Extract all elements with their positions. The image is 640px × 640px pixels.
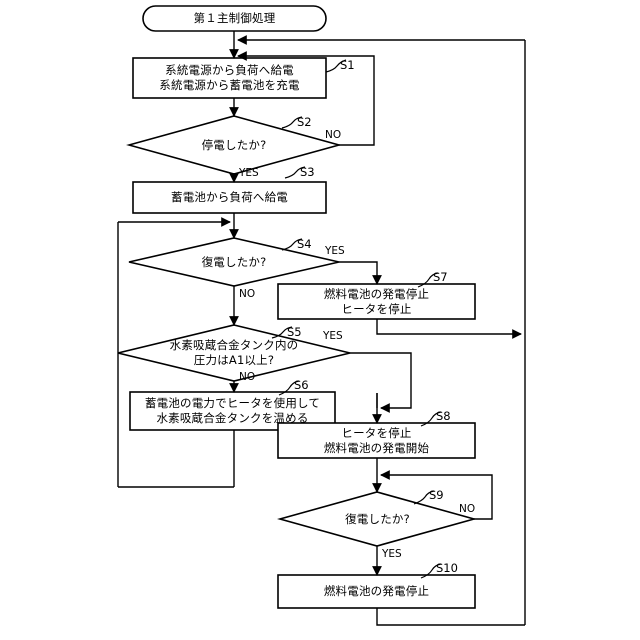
edge-label-s5-no: NO [239,371,256,383]
step-label-s3: S3 [300,165,315,179]
leader-s8 [420,411,442,427]
leader-s7 [417,272,439,288]
node-s9-shape [277,491,477,547]
step-label-s6: S6 [294,378,309,392]
step-label-s9: S9 [429,488,444,502]
step-label-s5: S5 [287,325,302,339]
edge-s2-no-loop [237,51,375,146]
edge-label-s5-yes: YES [323,330,343,342]
node-start-shape [142,5,327,32]
step-label-s7: S7 [433,270,448,284]
edge-s4-yes-right [339,261,382,285]
edge-s7-to-return-bus [376,319,522,339]
leader-s9 [413,490,435,505]
step-label-s1: S1 [340,58,355,72]
leader-s1 [325,59,347,73]
step-label-s4: S4 [297,237,312,251]
leader-s3 [284,166,306,179]
edge-s9-no-loop [380,470,493,520]
leader-s2 [281,116,303,129]
edge-label-s4-no: NO [239,288,256,300]
node-s7-shape [277,283,476,320]
edge-label-s9-no: NO [459,503,476,515]
node-s8-shape [277,422,476,459]
node-s10-shape [277,574,476,609]
edge-s10-to-return-bus [376,608,525,626]
leader-s6 [278,380,300,396]
edge-label-s9-yes: YES [382,548,402,560]
step-label-s8: S8 [436,409,451,423]
edge-label-s2-yes: YES [239,167,259,179]
edge-label-s4-yes: YES [325,245,345,257]
node-s1-shape [132,57,327,99]
node-s3-shape [132,181,327,214]
node-s5-shape [117,324,351,382]
edge-s5-yes-right [350,352,412,413]
step-label-s10: S10 [436,561,458,575]
step-label-s2: S2 [297,115,312,129]
leader-s10 [420,563,442,579]
edge-label-s2-no: NO [325,129,342,141]
leader-s5 [271,326,293,339]
leader-s4 [281,238,303,251]
